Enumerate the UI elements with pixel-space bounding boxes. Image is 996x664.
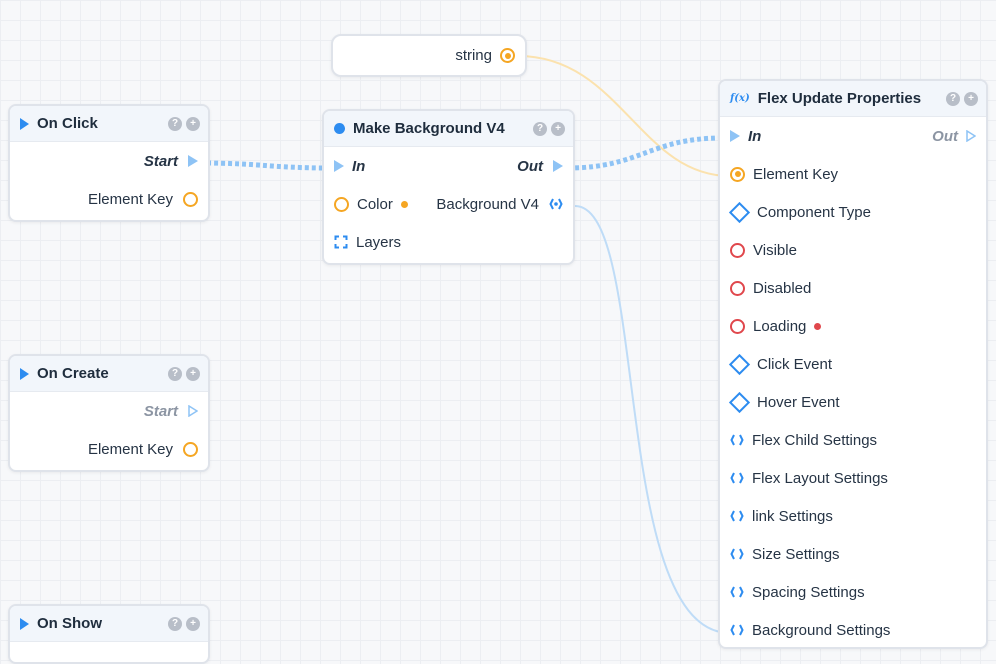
function-icon: f(x) — [730, 93, 750, 104]
play-icon — [20, 617, 29, 630]
port-label: Visible — [753, 241, 797, 259]
start-label: Start — [143, 402, 178, 420]
port-label: Size Settings — [752, 545, 840, 563]
port-label: Loading — [753, 317, 807, 335]
element-key-port-icon[interactable] — [183, 441, 198, 457]
on-click-title: On Click — [37, 115, 98, 132]
flex-update-header[interactable]: f(x) Flex Update Properties ? + — [720, 81, 986, 117]
exec-wire-1 — [199, 160, 331, 171]
make-background-node[interactable]: Make Background V4 ? + In Out Color Backg… — [322, 109, 575, 265]
port-label: Flex Layout Settings — [752, 469, 888, 487]
exec-output-port-icon[interactable] — [188, 405, 198, 417]
flex-update-node[interactable]: f(x) Flex Update Properties ? + In Out El… — [718, 79, 988, 649]
hover-event-port-icon[interactable] — [728, 391, 751, 413]
comment-icon[interactable]: + — [964, 91, 978, 106]
play-icon — [20, 117, 29, 130]
string-label: string — [455, 47, 492, 64]
on-create-title: On Create — [37, 365, 109, 382]
port-label: Component Type — [757, 203, 871, 221]
comment-icon[interactable]: + — [186, 366, 200, 381]
background-settings-port-icon[interactable] — [730, 623, 744, 637]
flex-layout-settings-port-icon[interactable] — [730, 471, 744, 485]
on-show-node[interactable]: On Show ? + — [8, 604, 210, 664]
loading-port-icon[interactable] — [730, 318, 745, 334]
element-key-label: Element Key — [87, 190, 173, 208]
help-icon[interactable]: ? — [168, 366, 182, 381]
exec-output-port-icon[interactable] — [188, 155, 198, 167]
help-icon[interactable]: ? — [946, 91, 960, 106]
comment-icon[interactable]: + — [551, 121, 565, 136]
background-v4-label: Background V4 — [436, 195, 539, 213]
click-event-port-icon[interactable] — [728, 353, 751, 375]
exec-output-port-icon[interactable] — [553, 160, 563, 172]
help-icon[interactable]: ? — [533, 121, 547, 136]
on-create-node[interactable]: On Create ? + Start Element Key — [8, 354, 210, 472]
on-click-node[interactable]: On Click ? + Start Element Key — [8, 104, 210, 222]
on-click-header[interactable]: On Click ? + — [10, 106, 208, 142]
comment-icon[interactable]: + — [186, 116, 200, 131]
layers-label: Layers — [356, 233, 402, 251]
array-port-icon[interactable] — [334, 235, 348, 249]
exec-wire-2 — [567, 135, 723, 171]
on-create-header[interactable]: On Create ? + — [10, 356, 208, 392]
color-label: Color — [357, 195, 393, 213]
element-key-port-icon[interactable] — [730, 166, 745, 182]
flex-update-title: Flex Update Properties — [757, 90, 922, 107]
help-icon[interactable]: ? — [168, 116, 182, 131]
exec-input-port-icon[interactable] — [730, 130, 740, 142]
color-port-icon[interactable] — [334, 196, 349, 212]
disabled-port-icon[interactable] — [730, 280, 745, 296]
port-label: Hover Event — [757, 393, 840, 411]
function-dot-icon — [334, 123, 345, 134]
wire-background-settings — [574, 205, 731, 633]
start-label: Start — [143, 152, 178, 170]
port-label: Background Settings — [752, 621, 891, 639]
exec-output-port-icon[interactable] — [966, 130, 976, 142]
out-label: Out — [517, 157, 543, 175]
element-key-port-icon[interactable] — [183, 191, 198, 207]
make-background-header[interactable]: Make Background V4 ? + — [324, 111, 573, 147]
port-label: link Settings — [752, 507, 833, 525]
port-label: Click Event — [757, 355, 833, 373]
port-label: Disabled — [753, 279, 812, 297]
exec-input-port-icon[interactable] — [334, 160, 344, 172]
comment-icon[interactable]: + — [186, 616, 200, 631]
element-key-label: Element Key — [87, 440, 173, 458]
help-icon[interactable]: ? — [168, 616, 182, 631]
out-label: Out — [932, 127, 958, 145]
visible-port-icon[interactable] — [730, 242, 745, 258]
flex-child-settings-port-icon[interactable] — [730, 433, 744, 447]
on-show-header[interactable]: On Show ? + — [10, 606, 208, 642]
size-settings-port-icon[interactable] — [730, 547, 744, 561]
link-settings-port-icon[interactable] — [730, 509, 744, 523]
port-label: Flex Child Settings — [752, 431, 878, 449]
struct-output-port-icon[interactable] — [549, 197, 563, 211]
required-dot-icon — [814, 322, 822, 330]
in-label: In — [748, 127, 762, 145]
string-node[interactable]: string — [331, 34, 527, 77]
string-output-port-icon[interactable] — [500, 48, 515, 63]
make-background-title: Make Background V4 — [353, 120, 505, 137]
on-show-title: On Show — [37, 615, 102, 632]
port-label: Spacing Settings — [752, 583, 865, 601]
in-label: In — [352, 157, 366, 175]
port-label: Element Key — [753, 165, 839, 183]
component-type-port-icon[interactable] — [728, 201, 751, 223]
spacing-settings-port-icon[interactable] — [730, 585, 744, 599]
play-icon — [20, 367, 29, 380]
required-dot-icon — [400, 200, 408, 208]
